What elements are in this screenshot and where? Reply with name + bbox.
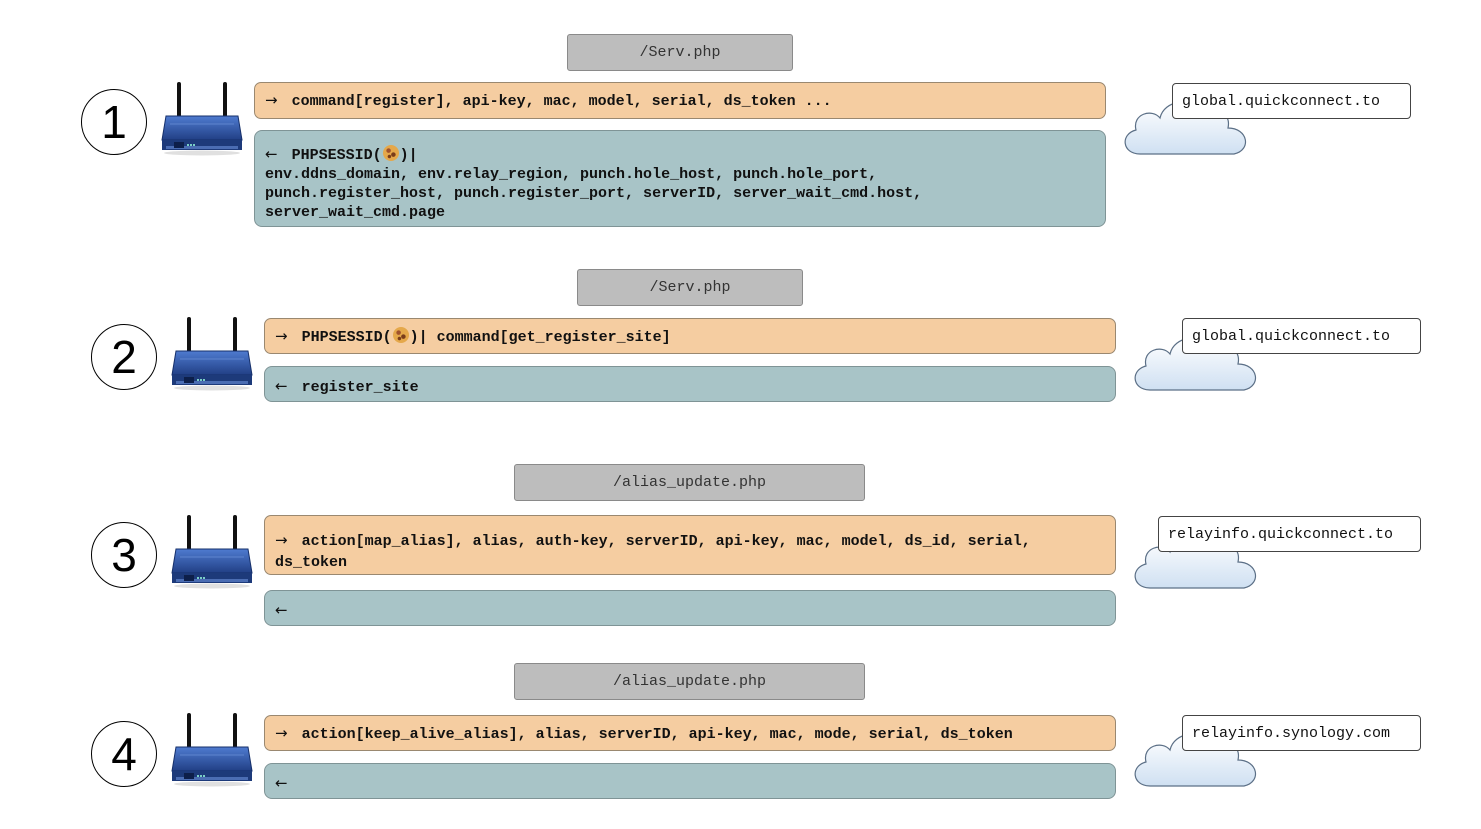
left-arrow-icon: ← — [275, 601, 288, 619]
left-arrow-icon: ← — [275, 774, 288, 792]
request-text-1: command[register], api-key, mac, model, … — [291, 93, 832, 110]
endpoint-label-2: /Serv.php — [577, 269, 803, 306]
response-box-3: ← — [264, 590, 1116, 626]
cookie-icon — [382, 145, 399, 161]
endpoint-label-1: /Serv.php — [567, 34, 793, 71]
response-box-4: ← — [264, 763, 1116, 799]
request-after-2: )| command[get_register_site] — [409, 329, 671, 346]
endpoint-label-4: /alias_update.php — [514, 663, 865, 700]
step-number-4: 4 — [91, 721, 157, 787]
request-head-2: PHPSESSID( — [301, 329, 392, 346]
host-label-4: relayinfo.synology.com — [1182, 715, 1421, 751]
cookie-icon — [392, 327, 409, 343]
request-text-4: action[keep_alive_alias], alias, serverI… — [301, 726, 1013, 743]
request-bar-3: →action[map_alias], alias, auth-key, ser… — [264, 515, 1116, 575]
response-box-1: ← PHPSESSID( )| env.ddns_domain, env.relay… — [254, 130, 1106, 227]
router-icon — [170, 315, 254, 391]
step-number-3: 3 — [91, 522, 157, 588]
host-label-1: global.quickconnect.to — [1172, 83, 1411, 119]
host-label-2: global.quickconnect.to — [1182, 318, 1421, 354]
right-arrow-icon: → — [265, 91, 278, 109]
request-bar-2: → PHPSESSID( )| command[get_register_site] — [264, 318, 1116, 354]
response-text-2: register_site — [301, 379, 419, 396]
host-label-3: relayinfo.quickconnect.to — [1158, 516, 1421, 552]
right-arrow-icon: → — [275, 531, 288, 549]
response-head-1: PHPSESSID( — [291, 147, 382, 164]
left-arrow-icon: ← — [265, 145, 278, 163]
step-number-1: 1 — [81, 89, 147, 155]
step-number-2: 2 — [91, 324, 157, 390]
endpoint-label-3: /alias_update.php — [514, 464, 865, 501]
response-body-1: env.ddns_domain, env.relay_region, punch… — [265, 166, 923, 221]
left-arrow-icon: ← — [275, 377, 288, 395]
response-head-after-1: )| — [399, 147, 418, 164]
right-arrow-icon: → — [275, 327, 288, 345]
response-box-2: ← register_site — [264, 366, 1116, 402]
request-bar-4: → action[keep_alive_alias], alias, server… — [264, 715, 1116, 751]
right-arrow-icon: → — [275, 724, 288, 742]
router-icon — [170, 513, 254, 589]
router-icon — [160, 80, 244, 156]
request-text-3: action[map_alias], alias, auth-key, serv… — [275, 533, 1031, 571]
router-icon — [170, 711, 254, 787]
request-bar-1: → command[register], api-key, mac, model,… — [254, 82, 1106, 119]
